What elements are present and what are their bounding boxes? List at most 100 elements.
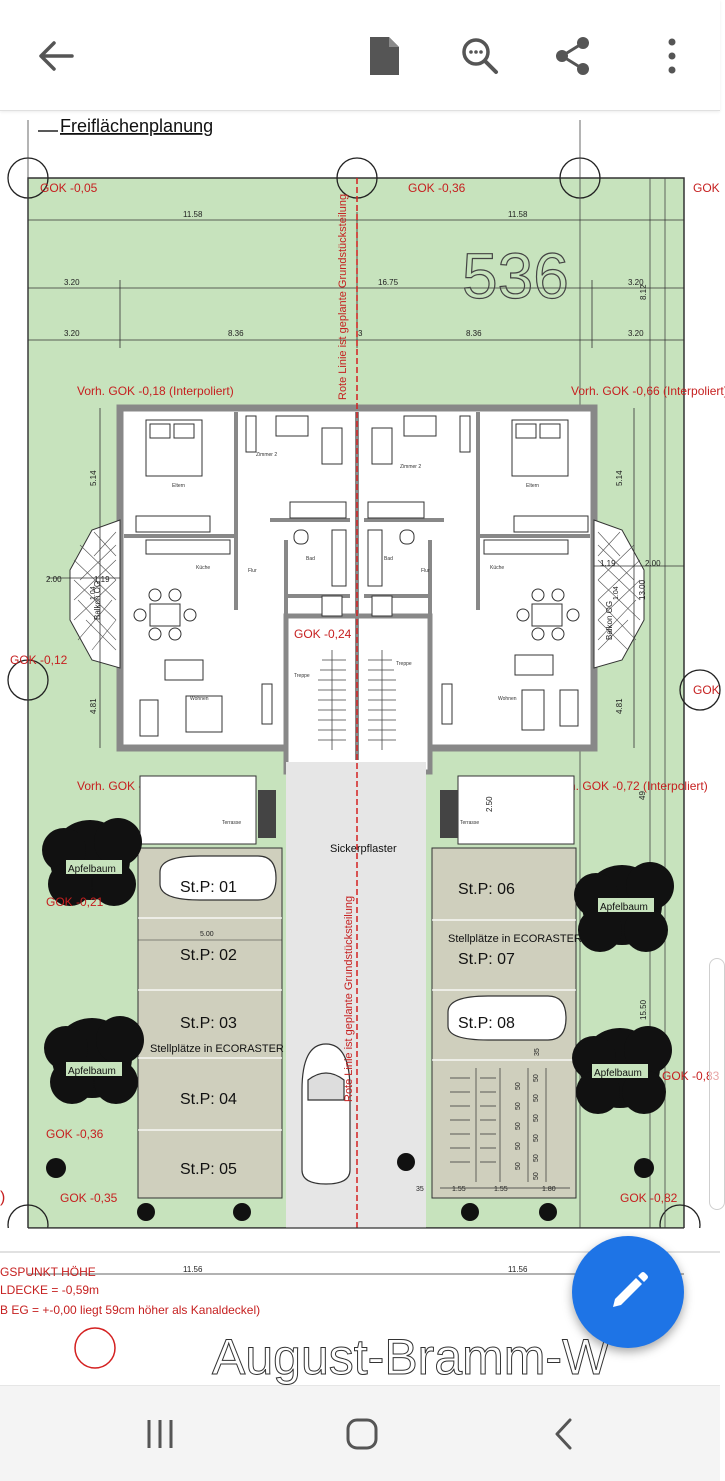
more-vert-icon	[668, 38, 676, 74]
system-navigation-bar	[0, 1385, 720, 1481]
parking-label-02: St.P: 02	[180, 947, 237, 964]
car-on-driveway	[301, 1043, 351, 1185]
plan-title: Freiflächenplanung	[60, 116, 213, 136]
dim-3-20-d: 3.20	[628, 329, 644, 338]
parking-right: St.P: 06 Stellplätze in ECORASTER St.P: …	[416, 847, 648, 1199]
edit-fab-button[interactable]	[572, 1236, 684, 1348]
bike-dim-50-3: 50	[533, 1114, 540, 1122]
gok-top-right: GOK	[693, 181, 720, 195]
site-plan-drawing: Freiflächenplanung 11.58 11.58 3.20 16.7…	[0, 116, 725, 1388]
dim-11-58-right: 11.58	[508, 210, 528, 219]
bike-dim-50-11: 50	[515, 1162, 522, 1170]
back-button[interactable]	[24, 24, 88, 88]
parking-label-07: St.P: 07	[458, 951, 515, 968]
apfelbaum-label-1: Apfelbaum	[68, 864, 116, 875]
vorh-gok-top-left: Vorh. GOK -0,18 (Interpoliert)	[77, 384, 234, 398]
stellplaetze-label-left: Stellplätze in ECORASTER	[150, 1043, 284, 1055]
dim-4-81-right: 4.81	[615, 698, 624, 714]
terrace-left	[139, 775, 257, 845]
room-wohnen-left: Wohnen	[190, 696, 209, 702]
room-wohnen-right: Wohnen	[498, 696, 517, 702]
room-kueche-left: Küche	[196, 565, 210, 571]
bike-dim-50-4: 50	[533, 1134, 540, 1142]
dim-2-00-left: 2.00	[46, 575, 62, 584]
vorh-gok-bottom-right: Vorh. GOK -0,72 (Interpoliert)	[551, 779, 708, 793]
dim-4-81-left: 4.81	[89, 698, 98, 714]
room-eltern-left: Eltern	[172, 483, 185, 489]
apple-trees	[42, 818, 674, 1221]
dim-2-50: 2.50	[485, 796, 494, 812]
dim-3: 3	[358, 329, 363, 338]
room-terrasse-left: Terrasse	[222, 820, 241, 826]
dim-1-04-right: 1.04	[613, 586, 620, 600]
chevron-left-icon	[555, 1418, 572, 1450]
balkon-label-left: Balkon OG	[93, 581, 102, 620]
red-line-label-bottom: Rote Linie ist geplante Grundstücksteilu…	[343, 896, 355, 1102]
dim-8-12: 8.12	[639, 284, 648, 300]
scroll-thumb[interactable]	[709, 958, 725, 1210]
recent-apps-button[interactable]	[130, 1410, 190, 1458]
room-treppe-left: Treppe	[294, 673, 310, 679]
dim-5-14-right: 5.14	[615, 470, 624, 486]
bike-dim-50-6: 50	[533, 1172, 540, 1180]
dim-5-14-left: 5.14	[89, 470, 98, 486]
document-info-button[interactable]	[352, 24, 416, 88]
recent-apps-icon	[147, 1420, 173, 1448]
dim-8-36-left: 8.36	[228, 329, 244, 338]
gok-bottom-left: GOK -0,35	[60, 1191, 118, 1205]
share-button[interactable]	[541, 24, 605, 88]
gok-apfel-left-1: GOK -0,21	[46, 895, 104, 909]
room-flur-left: Flur	[248, 568, 257, 574]
gok-right-83: GOK -0,83	[662, 1069, 720, 1083]
app-toolbar	[0, 0, 720, 111]
balkon-label-right: Balkon OG	[605, 601, 614, 640]
apfelbaum-label-3: Apfelbaum	[600, 902, 648, 913]
gok-center: GOK -0,24	[294, 627, 352, 641]
parking-left: 5.00 St.P: 01 St.P: 02 St.P: 03 Stellplä…	[137, 847, 284, 1199]
dim-11-58-left: 11.58	[183, 210, 203, 219]
bike-dim-50-10: 50	[515, 1142, 522, 1150]
red-circle-marker	[74, 1327, 116, 1369]
room-kueche-right: Küche	[490, 565, 504, 571]
room-bad-right: Bad	[384, 556, 393, 562]
room-bad-left: Bad	[306, 556, 315, 562]
dim-1-55-a: 1.55	[452, 1186, 466, 1193]
room-flur-right: Flur	[421, 568, 430, 574]
home-button[interactable]	[332, 1410, 392, 1458]
legend-line-1: GSPUNKT HÖHE	[0, 1265, 96, 1279]
home-icon	[346, 1418, 378, 1450]
room-eltern-right: Eltern	[526, 483, 539, 489]
gok-bottom-right: GOK -0,82	[620, 1191, 678, 1205]
gok-top-center: GOK -0,36	[408, 181, 466, 195]
bike-dim-50-8: 50	[515, 1102, 522, 1110]
dim-3-20-a: 3.20	[64, 278, 80, 287]
parking-label-08: St.P: 08	[458, 1015, 515, 1032]
parking-label-06: St.P: 06	[458, 881, 515, 898]
handwritten-parcel-number: 536	[462, 240, 569, 312]
bike-dim-50-5: 50	[533, 1154, 540, 1162]
gok-right-mid: GOK	[693, 683, 720, 697]
share-icon	[556, 37, 589, 75]
bike-dim-50-2: 50	[533, 1094, 540, 1102]
parking-label-01: St.P: 01	[180, 879, 237, 896]
search-button[interactable]	[448, 24, 512, 88]
parking-label-04: St.P: 04	[180, 1091, 237, 1108]
bike-dim-50-7: 50	[515, 1082, 522, 1090]
dim-49: 49	[638, 791, 647, 800]
dim-11-56-right: 11.56	[508, 1265, 528, 1274]
more-options-button[interactable]	[640, 24, 704, 88]
dim-1-55-b: 1.55	[494, 1186, 508, 1193]
dim-3-20-c: 3.20	[64, 329, 80, 338]
dim-2-00-right: 2.00	[645, 559, 661, 568]
terrace-right	[457, 775, 575, 845]
dim-3-20-b: 3.20	[628, 278, 644, 287]
dim-16-75: 16.75	[378, 278, 399, 287]
bike-dim-50-9: 50	[515, 1122, 522, 1130]
dim-1-19-right: 1.19	[600, 559, 616, 568]
system-back-button[interactable]	[534, 1410, 594, 1458]
room-terrasse-right: Terrasse	[460, 820, 479, 826]
document-viewer[interactable]: Freiflächenplanung 11.58 11.58 3.20 16.7…	[0, 111, 725, 1388]
dim-13-00: 13.00	[638, 579, 647, 600]
gok-top-left: GOK -0,05	[40, 181, 98, 195]
bracket-mark: )	[0, 1189, 5, 1206]
